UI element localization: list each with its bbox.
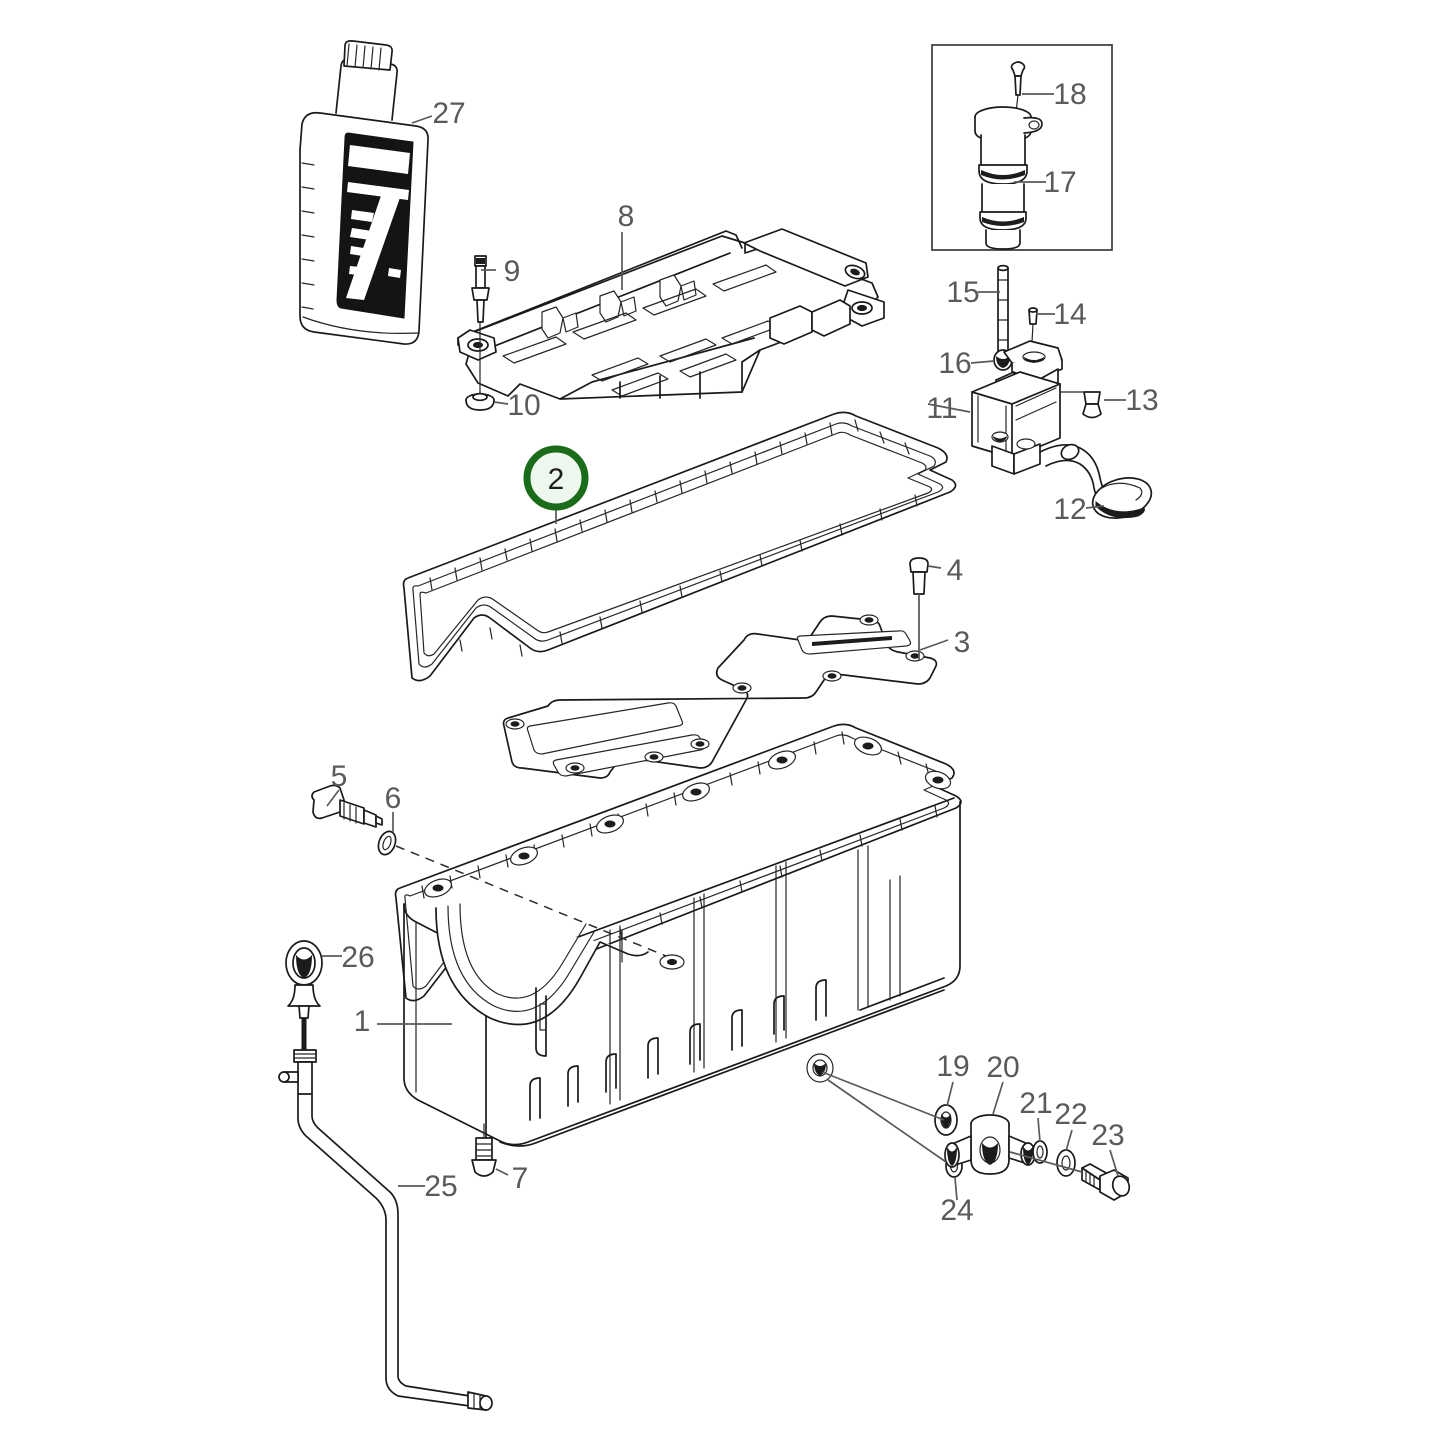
callout-marker-2[interactable]: 2 xyxy=(523,445,589,511)
callout-label-9[interactable]: 9 xyxy=(504,255,521,288)
baffle-plate-art xyxy=(502,614,938,779)
callout-label-13[interactable]: 13 xyxy=(1125,384,1158,417)
callout-label-1[interactable]: 1 xyxy=(354,1005,371,1038)
callout-label-4[interactable]: 4 xyxy=(947,554,964,587)
tray-nut-art xyxy=(465,392,495,411)
callout-label-3[interactable]: 3 xyxy=(954,626,971,659)
dipstick-guide-tube-art xyxy=(297,1093,493,1411)
callout-label-11[interactable]: 11 xyxy=(926,392,957,425)
windage-tray-art xyxy=(457,228,885,400)
oil-pump-assembly-art xyxy=(971,264,1153,519)
drain-plug-art xyxy=(471,1123,497,1177)
callout-label-15[interactable]: 15 xyxy=(946,276,979,309)
callout-label-25[interactable]: 25 xyxy=(424,1170,457,1203)
leader-lines xyxy=(322,93,1126,1201)
callout-label-19[interactable]: 19 xyxy=(936,1050,969,1083)
callout-label-23[interactable]: 23 xyxy=(1091,1119,1124,1152)
engine-oil-bottle-art xyxy=(299,40,429,345)
detail-inset-art xyxy=(931,44,1113,251)
callout-label-16[interactable]: 16 xyxy=(938,347,971,380)
callout-label-24[interactable]: 24 xyxy=(940,1194,973,1227)
callout-label-26[interactable]: 26 xyxy=(341,941,374,974)
callout-label-17[interactable]: 17 xyxy=(1043,166,1076,199)
dipstick-art xyxy=(278,940,323,1095)
callout-label-6[interactable]: 6 xyxy=(385,782,402,815)
callout-label-8[interactable]: 8 xyxy=(618,200,635,233)
drain-valve-assembly-art xyxy=(934,1104,1131,1201)
oil-pan-art xyxy=(394,723,962,1147)
callout-label-2: 2 xyxy=(548,463,565,496)
callout-label-22[interactable]: 22 xyxy=(1054,1098,1087,1131)
callout-label-18[interactable]: 18 xyxy=(1053,78,1086,111)
callout-label-20[interactable]: 20 xyxy=(986,1051,1019,1084)
callout-label-27[interactable]: 27 xyxy=(432,97,465,130)
tray-bolt-art xyxy=(471,255,490,396)
sealing-washer-art xyxy=(377,830,397,856)
callout-label-10[interactable]: 10 xyxy=(507,389,540,422)
oil-pan-gasket-art xyxy=(402,411,957,682)
callout-label-12[interactable]: 12 xyxy=(1053,493,1086,526)
callout-label-5[interactable]: 5 xyxy=(331,760,348,793)
callout-label-14[interactable]: 14 xyxy=(1053,298,1086,331)
callout-label-21[interactable]: 21 xyxy=(1019,1087,1052,1120)
callout-label-7[interactable]: 7 xyxy=(512,1162,529,1195)
